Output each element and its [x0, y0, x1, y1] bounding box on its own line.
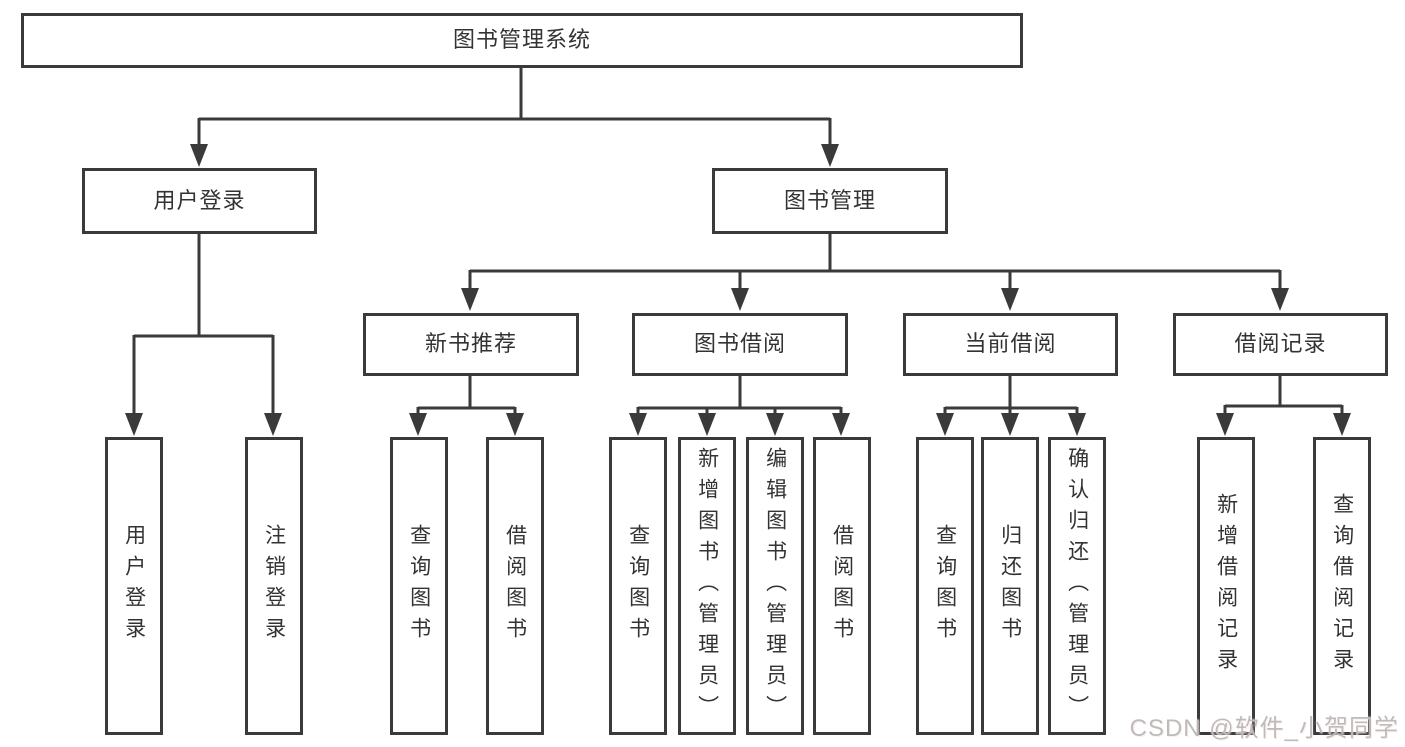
leaf-return-books-label: 归还图书	[998, 524, 1022, 648]
node-user-login-label: 用户登录	[153, 187, 246, 213]
leaf-return-books: 归还图书	[981, 437, 1039, 735]
leaf-borrow-books-recommend: 借阅图书	[486, 437, 544, 735]
node-borrowing-records-label: 借阅记录	[1234, 331, 1327, 357]
leaf-query-books-current: 查询图书	[916, 437, 974, 735]
leaf-add-books-admin-label: 新增图书（管理员）	[695, 446, 719, 726]
leaf-logout-label: 注销登录	[262, 524, 286, 648]
node-new-book-recommend-label: 新书推荐	[424, 331, 517, 357]
node-current-borrowing: 当前借阅	[903, 313, 1118, 376]
leaf-query-books-current-label: 查询图书	[933, 524, 957, 648]
leaf-user-login-label: 用户登录	[122, 524, 146, 648]
leaf-borrow-books-label: 借阅图书	[830, 524, 854, 648]
node-root-library-system: 图书管理系统	[21, 13, 1023, 68]
leaf-edit-books-admin: 编辑图书（管理员）	[746, 437, 804, 735]
leaf-borrow-books: 借阅图书	[813, 437, 871, 735]
leaf-query-books-borrowing-label: 查询图书	[626, 524, 650, 648]
node-book-borrowing-label: 图书借阅	[693, 331, 786, 357]
leaf-add-books-admin: 新增图书（管理员）	[678, 437, 736, 735]
leaf-query-books-recommend: 查询图书	[390, 437, 448, 735]
node-book-borrowing: 图书借阅	[632, 313, 848, 376]
node-new-book-recommend: 新书推荐	[363, 313, 579, 376]
node-book-management: 图书管理	[712, 168, 948, 234]
node-book-management-label: 图书管理	[783, 187, 876, 213]
node-user-login: 用户登录	[82, 168, 317, 234]
leaf-edit-books-admin-label: 编辑图书（管理员）	[763, 446, 787, 726]
node-root-label: 图书管理系统	[452, 27, 591, 53]
leaf-confirm-return-admin-label: 确认归还（管理员）	[1065, 446, 1089, 726]
leaf-borrow-books-recommend-label: 借阅图书	[503, 524, 527, 648]
arrowheads	[125, 144, 1351, 436]
leaf-query-borrow-record: 查询借阅记录	[1313, 437, 1371, 735]
csdn-watermark: CSDN @软件_小贺同学	[1129, 715, 1399, 742]
leaf-query-books-recommend-label: 查询图书	[407, 524, 431, 648]
leaf-query-borrow-record-label: 查询借阅记录	[1330, 493, 1354, 679]
node-borrowing-records: 借阅记录	[1173, 313, 1388, 376]
leaf-query-books-borrowing: 查询图书	[609, 437, 667, 735]
leaf-add-borrow-record-label: 新增借阅记录	[1214, 493, 1238, 679]
leaf-add-borrow-record: 新增借阅记录	[1197, 437, 1255, 735]
leaf-user-login: 用户登录	[105, 437, 163, 735]
node-current-borrowing-label: 当前借阅	[964, 331, 1057, 357]
leaf-logout: 注销登录	[245, 437, 303, 735]
leaf-confirm-return-admin: 确认归还（管理员）	[1048, 437, 1106, 735]
